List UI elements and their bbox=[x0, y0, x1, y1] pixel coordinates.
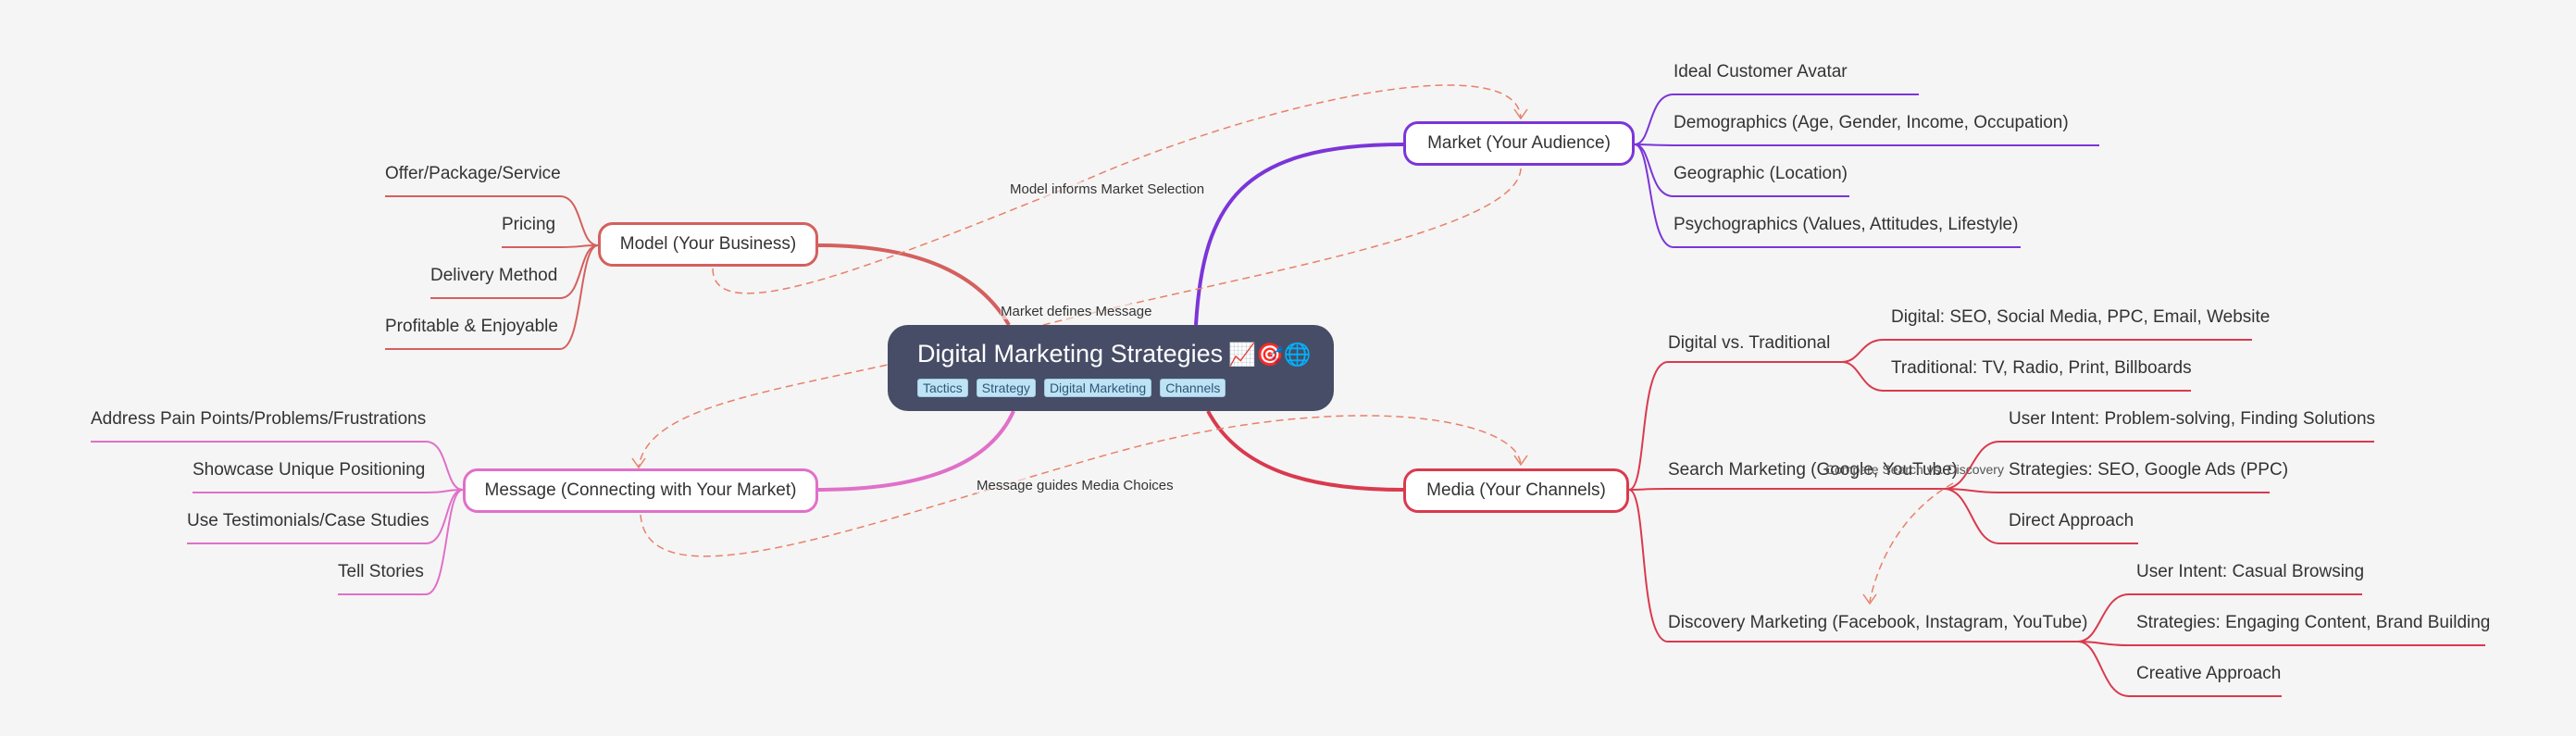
leaf-market-1[interactable]: Ideal Customer Avatar bbox=[1674, 62, 1848, 81]
central-topic-text: Digital Marketing Strategies bbox=[917, 340, 1224, 368]
relationship-label-market-message[interactable]: Market defines Message bbox=[1001, 304, 1152, 319]
subtopic-search-marketing[interactable]: Search Marketing (Google, YouTube) bbox=[1668, 460, 1958, 480]
topic-media[interactable]: Media (Your Channels) bbox=[1403, 468, 1629, 513]
connector-market-leaf-2 bbox=[1634, 143, 2099, 146]
connector-message-leaf-4 bbox=[338, 489, 464, 595]
leaf-discovery-intent[interactable]: User Intent: Casual Browsing bbox=[2136, 562, 2365, 581]
leaf-market-4[interactable]: Psychographics (Values, Attitudes, Lifes… bbox=[1674, 215, 2019, 234]
topic-market-label: Market (Your Audience) bbox=[1427, 133, 1611, 153]
connector-search-leaf-2 bbox=[1943, 488, 2270, 493]
topic-model-label: Model (Your Business) bbox=[619, 234, 797, 254]
connector-digital-leaf-2 bbox=[1841, 361, 2191, 392]
leaf-discovery-strategies[interactable]: Strategies: Engaging Content, Brand Buil… bbox=[2136, 613, 2491, 632]
subtopic-discovery-marketing[interactable]: Discovery Marketing (Facebook, Instagram… bbox=[1668, 613, 2088, 632]
central-topic-title: Digital Marketing Strategies📈🎯🌐 bbox=[917, 336, 1334, 373]
connector-market-leaf-4 bbox=[1634, 143, 2021, 248]
arrowhead-media bbox=[1513, 455, 1528, 467]
leaf-traditional[interactable]: Traditional: TV, Radio, Print, Billboard… bbox=[1891, 358, 2192, 378]
leaf-model-3[interactable]: Delivery Method bbox=[430, 266, 558, 285]
leaf-direct-approach[interactable]: Direct Approach bbox=[2009, 511, 2134, 530]
leaf-model-4[interactable]: Profitable & Enjoyable bbox=[385, 317, 558, 336]
central-topic[interactable]: Digital Marketing Strategies📈🎯🌐 Tactics … bbox=[888, 325, 1334, 411]
connector-media-sub-1 bbox=[1628, 361, 1842, 491]
connector-model-leaf-4 bbox=[385, 244, 599, 350]
tag-strategy[interactable]: Strategy bbox=[976, 379, 1036, 397]
leaf-message-4[interactable]: Tell Stories bbox=[338, 562, 424, 581]
connector-market-leaf-3 bbox=[1634, 143, 1849, 197]
connector-message-leaf-1 bbox=[91, 441, 464, 491]
arrowhead-discovery bbox=[1862, 593, 1877, 605]
relationship-label-model-market[interactable]: Model informs Market Selection bbox=[1010, 181, 1205, 197]
connector-root-message bbox=[817, 410, 1015, 492]
relationship-search-discovery bbox=[1869, 482, 1954, 603]
connector-message-leaf-2 bbox=[193, 489, 464, 493]
leaf-message-2[interactable]: Showcase Unique Positioning bbox=[193, 460, 426, 480]
topic-message-label: Message (Connecting with Your Market) bbox=[484, 480, 797, 500]
leaf-model-1[interactable]: Offer/Package/Service bbox=[385, 164, 561, 183]
connector-discovery-leaf-3 bbox=[2077, 641, 2282, 697]
topic-market[interactable]: Market (Your Audience) bbox=[1403, 121, 1635, 166]
connector-media-sub-3 bbox=[1628, 489, 2078, 642]
connector-search-leaf-1 bbox=[1943, 441, 2374, 490]
leaf-creative-approach[interactable]: Creative Approach bbox=[2136, 664, 2282, 683]
tag-digital-marketing[interactable]: Digital Marketing bbox=[1043, 379, 1152, 397]
leaf-market-3[interactable]: Geographic (Location) bbox=[1674, 164, 1848, 183]
subtopic-digital-vs-traditional[interactable]: Digital vs. Traditional bbox=[1668, 333, 1831, 353]
topic-media-label: Media (Your Channels) bbox=[1426, 480, 1606, 500]
connector-discovery-leaf-2 bbox=[2077, 641, 2485, 646]
leaf-model-2[interactable]: Pricing bbox=[502, 215, 556, 234]
tag-channels[interactable]: Channels bbox=[1160, 379, 1226, 397]
arrowhead-market bbox=[1513, 108, 1528, 120]
connector-model-leaf-3 bbox=[430, 244, 599, 299]
tag-tactics[interactable]: Tactics bbox=[917, 379, 968, 397]
connector-model-leaf-2 bbox=[502, 244, 599, 248]
connector-root-market bbox=[1194, 143, 1404, 326]
topic-message[interactable]: Message (Connecting with Your Market) bbox=[463, 468, 818, 513]
leaf-search-intent[interactable]: User Intent: Problem-solving, Finding So… bbox=[2009, 409, 2376, 429]
leaf-market-2[interactable]: Demographics (Age, Gender, Income, Occup… bbox=[1674, 113, 2069, 132]
connector-discovery-leaf-1 bbox=[2077, 593, 2362, 642]
leaf-digital[interactable]: Digital: SEO, Social Media, PPC, Email, … bbox=[1891, 307, 2271, 327]
connector-media-sub-2 bbox=[1628, 488, 1944, 491]
chart-target-globe-icon: 📈🎯🌐 bbox=[1228, 343, 1312, 368]
leaf-message-1[interactable]: Address Pain Points/Problems/Frustration… bbox=[91, 409, 427, 429]
relationship-label-search-discovery[interactable]: Compare Search vs. Discovery bbox=[1825, 462, 2004, 477]
connector-model-leaf-1 bbox=[385, 195, 599, 246]
connector-digital-leaf-1 bbox=[1841, 339, 2252, 363]
relationship-model-market bbox=[712, 84, 1522, 294]
topic-model[interactable]: Model (Your Business) bbox=[598, 222, 818, 267]
connector-search-leaf-3 bbox=[1943, 488, 2138, 544]
leaf-search-strategies[interactable]: Strategies: SEO, Google Ads (PPC) bbox=[2009, 460, 2289, 480]
leaf-message-3[interactable]: Use Testimonials/Case Studies bbox=[187, 511, 429, 530]
relationship-label-message-media[interactable]: Message guides Media Choices bbox=[977, 478, 1174, 493]
connector-message-leaf-3 bbox=[187, 489, 464, 544]
tag-list: Tactics Strategy Digital Marketing Chann… bbox=[917, 379, 1334, 397]
arrowhead-message bbox=[631, 457, 646, 469]
connector-root-media bbox=[1206, 410, 1404, 492]
relationship-message-media bbox=[640, 415, 1522, 557]
connector-root-model bbox=[817, 243, 1011, 327]
connector-market-leaf-1 bbox=[1634, 94, 1919, 145]
